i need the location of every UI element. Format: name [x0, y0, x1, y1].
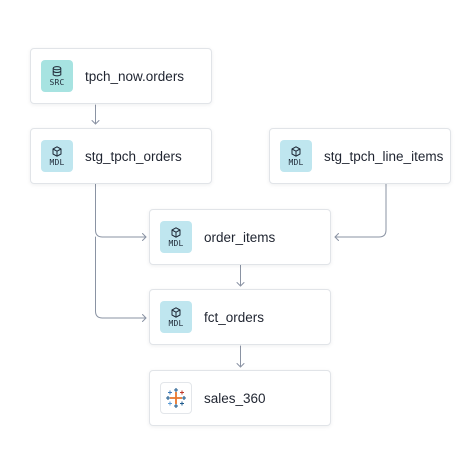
cube-icon	[52, 145, 62, 157]
badge-tag: MDL	[288, 157, 304, 167]
node-stg-tpch-line-items[interactable]: MDL stg_tpch_line_items	[269, 128, 451, 184]
node-sales-360[interactable]: sales_360	[149, 370, 331, 426]
src-badge: SRC	[41, 60, 73, 92]
mdl-badge: MDL	[280, 140, 312, 172]
badge-tag: MDL	[49, 157, 65, 167]
node-stg-tpch-orders[interactable]: MDL stg_tpch_orders	[30, 128, 212, 184]
mdl-badge: MDL	[41, 140, 73, 172]
edge-stg-line-items-to-order-items-arrow	[334, 233, 339, 241]
edge-fct-orders-to-sales-360-arrow	[236, 363, 245, 368]
node-fct-orders[interactable]: MDL fct_orders	[149, 289, 331, 345]
badge-tag: MDL	[168, 238, 184, 248]
node-label: fct_orders	[204, 309, 265, 325]
edge-stg-orders-to-order-items-arrow	[142, 233, 147, 241]
database-icon	[52, 65, 62, 76]
node-tpch-now-orders[interactable]: SRC tpch_now.orders	[30, 48, 212, 104]
cube-icon	[171, 306, 181, 318]
node-label: sales_360	[204, 390, 266, 406]
badge-tag: MDL	[168, 318, 184, 328]
edge-stg-orders-to-fct-orders	[95, 236, 147, 319]
tableau-logo-icon	[166, 388, 186, 408]
edge-stg-line-items-to-order-items	[334, 183, 387, 238]
mdl-badge: MDL	[160, 221, 192, 253]
edge-stg-orders-to-order-items	[95, 183, 147, 238]
node-label: stg_tpch_line_items	[324, 148, 444, 164]
node-label: order_items	[204, 229, 276, 245]
node-order-items[interactable]: MDL order_items	[149, 209, 331, 265]
node-label: tpch_now.orders	[85, 68, 185, 84]
cube-icon	[291, 145, 301, 157]
mdl-badge: MDL	[160, 301, 192, 333]
cube-icon	[171, 226, 181, 238]
edge-order-items-to-fct-orders-arrow	[236, 282, 245, 287]
edge-src-orders-to-stg-orders-arrow	[91, 120, 100, 125]
edge-stg-orders-to-fct-orders-arrow	[142, 314, 147, 322]
tableau-badge	[160, 382, 192, 414]
node-label: stg_tpch_orders	[85, 148, 182, 164]
badge-tag: SRC	[49, 77, 65, 87]
